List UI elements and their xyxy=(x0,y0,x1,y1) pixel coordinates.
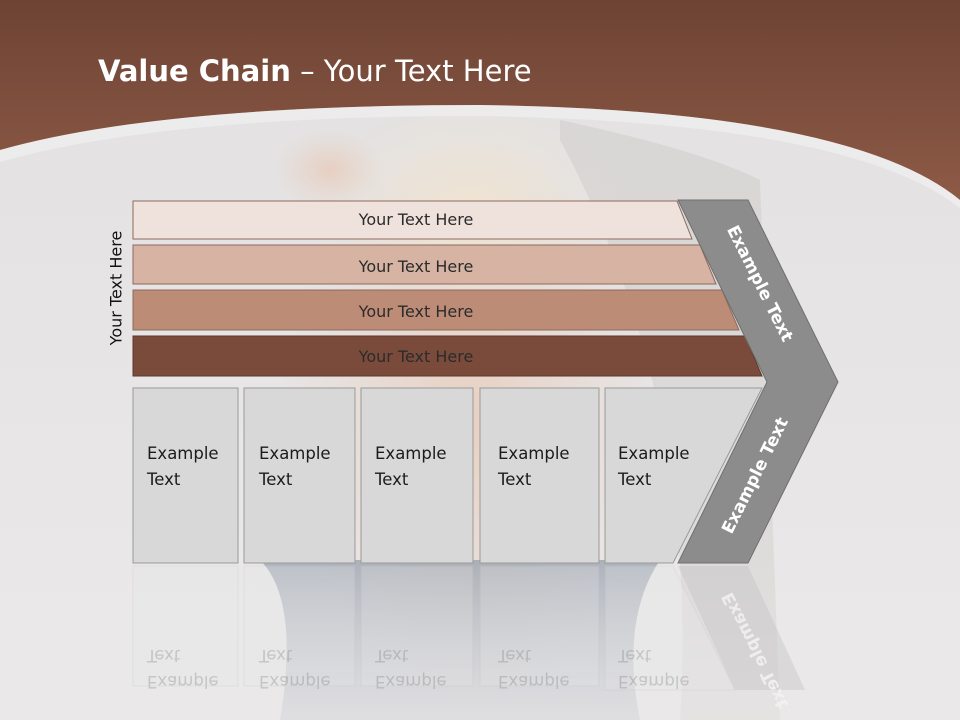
activity-box-2-line1: Example xyxy=(259,444,331,463)
band-1 xyxy=(132,200,693,240)
activity-box-1-line2: Text xyxy=(146,470,181,489)
reflection-box-5-line1: Example xyxy=(618,672,690,691)
slide-title: Value Chain – Your Text Here xyxy=(98,54,532,88)
activity-box-3: Example Text xyxy=(360,387,474,564)
reflection-box-1-line2: Text xyxy=(146,646,181,665)
reflection-box-4-line1: Example xyxy=(498,672,570,691)
activity-box-5-line2: Text xyxy=(617,470,652,489)
activity-box-5: Example Text xyxy=(604,387,763,564)
activity-box-5-line1: Example xyxy=(618,444,690,463)
activity-box-4: Example Text xyxy=(479,387,600,564)
band-4-label: Your Text Here xyxy=(358,347,474,366)
reflection-box-1-line1: Example xyxy=(147,672,219,691)
activity-box-4-line1: Example xyxy=(498,444,570,463)
reflection-box-3-line2: Text xyxy=(374,646,409,665)
activity-box-1-line1: Example xyxy=(147,444,219,463)
activity-box-1: Example Text xyxy=(132,387,239,564)
reflection-box-3-line1: Example xyxy=(375,672,447,691)
chevron-arrow xyxy=(677,199,839,564)
band-2-label: Your Text Here xyxy=(358,257,474,276)
band-4 xyxy=(132,335,763,377)
activity-box-3-line2: Text xyxy=(374,470,409,489)
activity-box-3-line1: Example xyxy=(375,444,447,463)
slide-title-bold: Value Chain xyxy=(98,54,291,88)
band-1-label: Your Text Here xyxy=(358,210,474,229)
reflection-box-2-line2: Text xyxy=(258,646,293,665)
band-3-label: Your Text Here xyxy=(358,302,474,321)
activity-box-2-line2: Text xyxy=(258,470,293,489)
band-2 xyxy=(132,244,717,285)
reflection-box-5-line2: Text xyxy=(617,646,652,665)
reflection-box-2-line1: Example xyxy=(259,672,331,691)
reflection-box-4-line2: Text xyxy=(497,646,532,665)
slide-title-rest: – Your Text Here xyxy=(290,54,532,88)
activity-box-2: Example Text xyxy=(243,387,356,564)
band-3 xyxy=(132,289,740,331)
activity-box-4-line2: Text xyxy=(497,470,532,489)
reflection: Example Text Example Text Example Text E… xyxy=(132,565,805,712)
